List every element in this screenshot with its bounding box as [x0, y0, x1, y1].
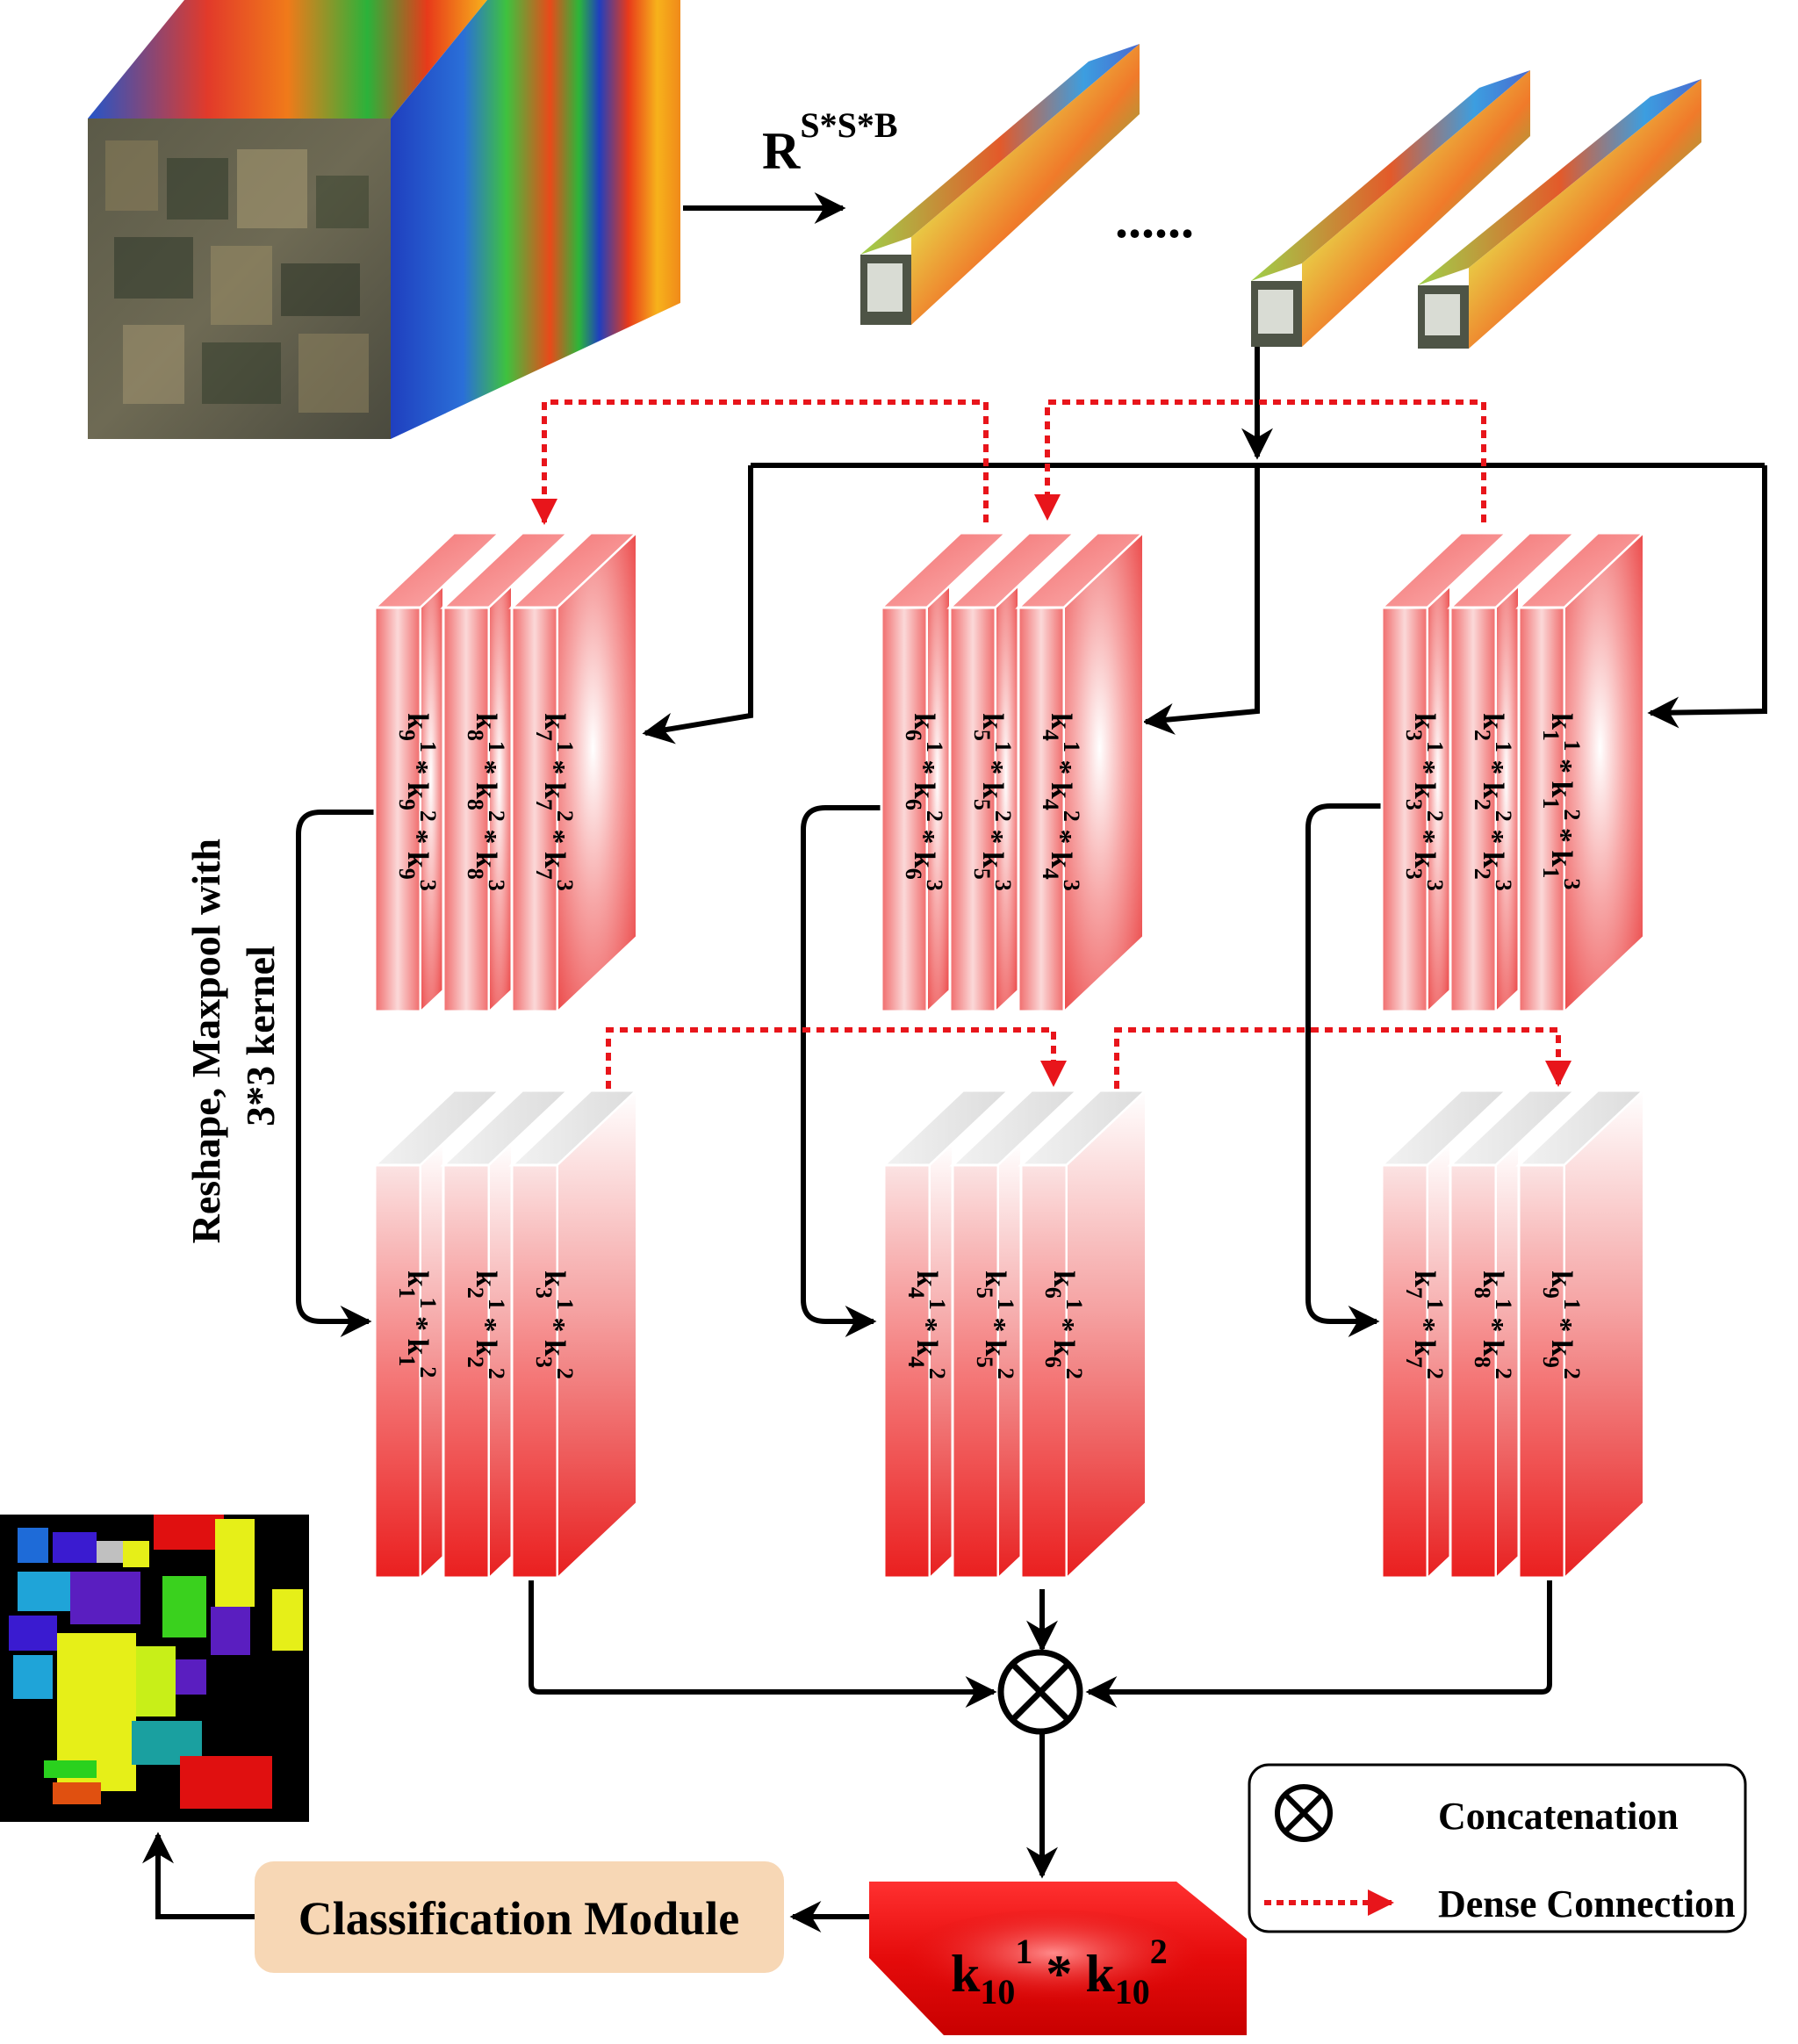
block-top-mid-slab-3: k41 * k42 * k43 [1015, 530, 1147, 1014]
block-bottom-mid-slab-2: k51 * k52 [949, 1089, 1081, 1580]
reshape-mid [801, 805, 888, 1337]
block-top-left-slab-1: k91 * k92 * k93 [371, 531, 503, 1014]
block-top-right-label-1: k31 * k32 * k33 [1401, 713, 1448, 891]
block-top-mid: k61 * k62 * k63 k51 * k52 * k53 k41 * k42 … [878, 530, 1147, 1014]
block-bottom-left-slab-1: k11 * k12 [371, 1089, 503, 1580]
final-block-label: k101 * k102 [951, 1932, 1168, 2012]
block-bottom-mid: k41 * k42 k51 * k52 k61 * k62 [881, 1088, 1149, 1580]
dense-top-mid-to-left [531, 399, 989, 525]
connectors [296, 347, 1767, 1879]
block-top-left-slab-2: k81 * k82 * k83 [440, 531, 572, 1014]
block-top-mid-label-3: k41 * k42 * k43 [1038, 713, 1084, 891]
legend: Concatenation Dense Connection [1248, 1763, 1747, 1933]
block-bottom-mid-label-3: k61 * k62 [1040, 1270, 1087, 1379]
block-bottom-left-slab-3: k31 * k32 [508, 1088, 640, 1580]
top-block-row: k91 * k92 * k93 k81 * k82 * k83 k71 * k72 … [371, 530, 1647, 1014]
dense-bottom-mid-to-right [1114, 1027, 1571, 1089]
block-top-mid-label-1: k61 * k62 * k63 [901, 713, 947, 891]
block-top-mid-slab-2: k51 * k52 * k53 [946, 531, 1078, 1014]
classification-module-label: Classification Module [298, 1892, 740, 1945]
block-bottom-right-slab-3: k91 * k92 [1515, 1088, 1647, 1580]
classification-module: Classification Module [255, 1861, 784, 1973]
ellipsis: ...... [1115, 191, 1194, 248]
block-bottom-right: k71 * k72 k81 * k82 k91 * k92 [1378, 1088, 1647, 1580]
reshape-maxpool-label: Reshape, Maxpool with 3*3 kernel [183, 829, 283, 1244]
block-top-left-label-1: k91 * k92 * k93 [394, 713, 441, 891]
block-top-right: k31 * k32 * k33 k21 * k22 * k23 k11 * k12 … [1378, 530, 1647, 1014]
patch-2 [1251, 70, 1530, 347]
hyperspectral-cube [88, 0, 680, 439]
arrow-to-map [142, 1832, 255, 1919]
block-bottom-mid-label-1: k41 * k42 [903, 1270, 950, 1379]
block-bottom-right-label-1: k71 * k72 [1401, 1270, 1448, 1379]
block-bottom-left-label-3: k31 * k32 [531, 1270, 578, 1379]
block-bottom-mid-label-2: k51 * k52 [972, 1270, 1018, 1379]
patch-1 [860, 44, 1140, 325]
concatenation-node [997, 1649, 1083, 1735]
block-top-left: k91 * k92 * k93 k81 * k82 * k83 k71 * k72 … [371, 530, 640, 1014]
block-top-left-label-2: k81 * k82 * k83 [463, 713, 509, 891]
block-bottom-mid-slab-3: k61 * k62 [1018, 1088, 1149, 1580]
arrow-right-to-concat [1085, 1580, 1552, 1708]
reshape-left [296, 810, 379, 1337]
block-bottom-right-label-3: k91 * k92 [1538, 1270, 1585, 1379]
block-top-left-slab-3: k71 * k72 * k73 [508, 530, 640, 1014]
legend-concatenation-label: Concatenation [1438, 1795, 1679, 1838]
block-top-right-slab-3: k11 * k12 * k13 [1515, 530, 1647, 1014]
patch-3 [1418, 79, 1701, 349]
block-top-right-slab-1: k31 * k32 * k33 [1378, 531, 1510, 1014]
dense-top-right-to-mid [1034, 399, 1486, 522]
block-bottom-left-label-2: k21 * k22 [463, 1270, 509, 1379]
block-top-mid-slab-1: k61 * k62 * k63 [878, 531, 1010, 1014]
block-top-mid-label-2: k51 * k52 * k53 [969, 713, 1016, 891]
block-bottom-mid-slab-1: k41 * k42 [881, 1089, 1012, 1580]
block-top-right-label-2: k21 * k22 * k23 [1470, 713, 1516, 891]
arrow-to-top-left [642, 465, 753, 745]
block-bottom-left-slab-2: k21 * k22 [440, 1089, 572, 1580]
block-bottom-right-slab-2: k81 * k82 [1447, 1089, 1579, 1580]
legend-dense-connection-label: Dense Connection [1438, 1882, 1736, 1925]
arrow-left-to-concat [529, 1580, 997, 1708]
block-top-left-label-3: k71 * k72 * k73 [531, 713, 578, 891]
classification-map [0, 1515, 309, 1822]
dense-bottom-left-to-mid [606, 1027, 1067, 1089]
arrow-to-top-mid [1142, 465, 1260, 735]
bottom-block-row: k11 * k12 k21 * k22 k31 * k32 k41 * k42 k51 … [371, 1088, 1647, 1580]
patch-set-label: RS*S*B [762, 105, 898, 180]
block-bottom-left: k11 * k12 k21 * k22 k31 * k32 [371, 1088, 640, 1580]
block-bottom-right-label-2: k81 * k82 [1470, 1270, 1516, 1379]
patch-set [860, 44, 1701, 349]
arrow-to-top-right [1647, 465, 1767, 729]
block-bottom-left-label-1: k11 * k12 [394, 1270, 441, 1378]
block-top-right-label-3: k11 * k12 * k13 [1538, 713, 1585, 889]
final-feature-block: k101 * k102 [869, 1882, 1247, 2035]
reshape-right [1305, 803, 1392, 1337]
concatenation-symbol-icon [1275, 1784, 1333, 1842]
block-top-right-slab-2: k21 * k22 * k23 [1447, 531, 1579, 1014]
